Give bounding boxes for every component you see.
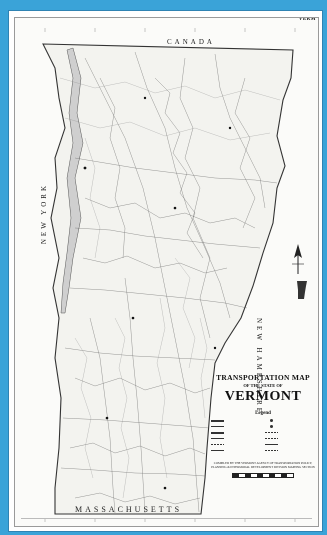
town-markers (83, 96, 232, 490)
legend-symbol (211, 424, 262, 429)
map-title-line3: VERMONT (224, 389, 302, 404)
legend-symbol (264, 448, 316, 453)
legend-symbol (211, 448, 262, 453)
map-sheet: VERM (14, 17, 319, 527)
lake-champlain (60, 47, 84, 314)
scale-bar (232, 472, 294, 478)
vermont-outline-icon (297, 281, 307, 299)
map-title-line1: TRANSPORTATION MAP (216, 373, 310, 382)
map-frame: VERM (8, 10, 323, 532)
title-block: TRANSPORTATION MAP OF THE STATE OF VERMO… (211, 373, 315, 478)
legend-symbol (264, 436, 316, 441)
north-arrow-icon (292, 244, 304, 274)
legend-symbol (264, 430, 316, 435)
legend (211, 418, 315, 453)
legend-symbol (211, 430, 262, 435)
legend-symbol (211, 442, 262, 447)
legend-symbol (265, 424, 316, 429)
legend-symbol (211, 418, 262, 423)
label-west: NEW YORK (40, 183, 48, 245)
legend-title: Legend (255, 411, 271, 416)
vermont-map (42, 28, 296, 522)
legend-symbol (211, 436, 262, 441)
legend-symbol (265, 418, 316, 423)
map-title-line2: OF THE STATE OF (243, 383, 283, 388)
state-boundary (42, 43, 294, 515)
credits: COMPILED BY THE VERMONT AGENCY OF TRANSP… (211, 461, 315, 469)
label-east: NEW HAMPSHIRE (255, 318, 263, 416)
minor-roads (59, 77, 281, 499)
label-north: CANADA (167, 38, 215, 46)
footer-strip (21, 518, 312, 523)
label-south: MASSACHUSETTS (75, 505, 183, 514)
legend-symbol (264, 442, 316, 447)
corner-title: VERM (298, 17, 316, 22)
